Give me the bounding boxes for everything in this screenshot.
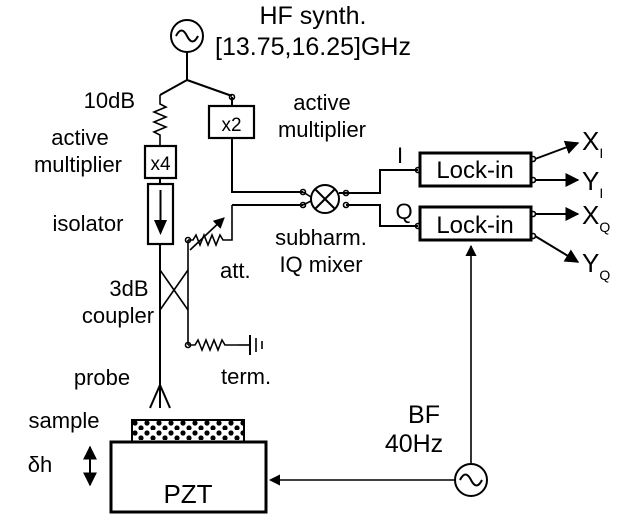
mixer-label-2: IQ mixer	[279, 252, 362, 277]
lock-in-i-label: Lock-in	[436, 157, 513, 184]
x-i-output-label: XI	[582, 126, 603, 161]
probe-antenna-icon	[149, 350, 171, 409]
lock-in-q-box	[418, 205, 533, 242]
x4-multiplier-label-1: active	[51, 125, 108, 150]
y-q-output-label: YQ	[582, 248, 610, 283]
lock-in-i-box	[418, 151, 533, 188]
x2-multiplier-label-2: multiplier	[278, 117, 366, 142]
sample-label: sample	[29, 408, 100, 433]
pzt-label: PZT	[163, 479, 212, 509]
probe-label: probe	[74, 365, 130, 390]
mixer-label-1: subharm.	[275, 225, 367, 250]
variable-attenuator-label: att.	[220, 258, 251, 283]
attenuator-resistor-icon	[151, 95, 169, 146]
coupler-label-1: 3dB	[109, 276, 148, 301]
iq-mixer-icon	[310, 184, 340, 214]
attenuator-10db-label: 10dB	[84, 88, 135, 113]
termination-label: term.	[221, 364, 271, 389]
hf-synth-label: HF synth.	[260, 2, 367, 30]
x2-multiplier-label-1: active	[293, 90, 350, 115]
x2-multiplier-box	[207, 104, 256, 140]
sample-block	[131, 419, 245, 443]
x4-multiplier-factor: x4	[150, 154, 171, 175]
x2-multiplier-factor: x2	[221, 115, 241, 136]
pzt-stage-box	[109, 440, 268, 514]
lock-in-i-x-output-arrow	[534, 140, 580, 160]
bf-source-icon	[454, 463, 488, 497]
i-channel-label: I	[397, 143, 403, 168]
x4-multiplier-label-2: multiplier	[34, 152, 122, 177]
q-signal-line	[346, 204, 418, 227]
i-signal-line	[339, 169, 418, 194]
bf-source-frequency: 40Hz	[385, 430, 443, 458]
isolator-label: isolator	[53, 211, 124, 236]
lock-in-q-y-output-arrow	[534, 235, 580, 263]
displacement-label: δh	[28, 452, 52, 477]
ground-icon	[238, 335, 263, 355]
bf-source-label: BF	[408, 401, 440, 429]
x-q-output-label: XQ	[582, 200, 610, 235]
y-i-output-label: YI	[582, 166, 603, 201]
lo-feed-line	[231, 138, 303, 193]
variable-attenuator-arrow-icon	[189, 217, 225, 251]
variable-attenuator-resistor-icon	[188, 205, 233, 248]
coupler-label-2: coupler	[82, 303, 154, 328]
isolator-icon	[146, 182, 175, 246]
hf-synth-source-icon	[170, 19, 204, 53]
q-channel-label: Q	[395, 199, 412, 224]
coupler-3db-icon	[159, 269, 189, 350]
lock-in-q-label: Lock-in	[436, 212, 513, 239]
termination-resistor-icon	[188, 337, 238, 353]
hf-synth-frequency: [13.75,16.25]GHz	[215, 33, 411, 61]
